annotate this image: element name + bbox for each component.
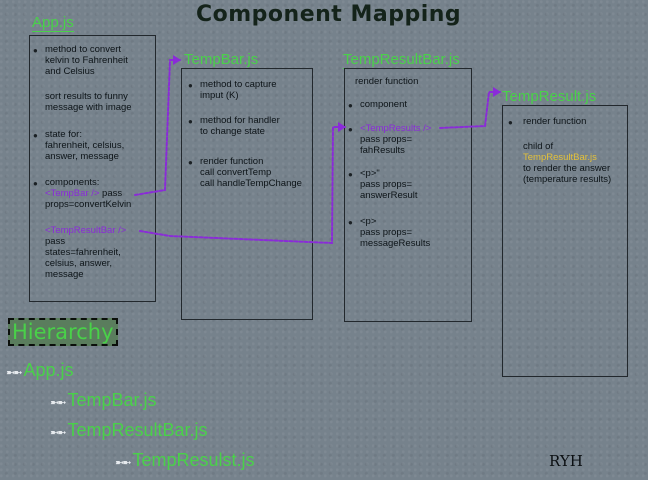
bullet: ● <box>188 81 193 90</box>
result-line4: (temperature results) <box>523 174 612 185</box>
arrow-app-to-resultbar <box>139 126 346 245</box>
tempbar-handler-line1: method for handler <box>200 115 280 126</box>
app-box: ● method to convert kelvin to Fahrenheit… <box>29 35 156 302</box>
app-tempbar-line: <TempBar /> pass <box>45 188 122 199</box>
result-box: ● render function child of TempResultBar… <box>502 105 628 377</box>
arrow-resultbar-to-result <box>439 91 501 129</box>
app-resultbar-states1: states=fahrenheit, <box>45 247 121 258</box>
resultbar-p1-tag: <p>" <box>360 168 380 179</box>
app-sort-line1: sort results to funny <box>45 91 128 102</box>
double-arrow-icon: ➼➼ <box>6 367 23 379</box>
bullet: ● <box>33 179 38 188</box>
app-tempbar-tag: <TempBar /> <box>45 188 100 199</box>
result-render: render function <box>523 116 587 127</box>
double-arrow-icon: ➼➼ <box>50 397 67 409</box>
bullet: ● <box>348 218 353 227</box>
resultbar-component: component <box>360 99 408 110</box>
resultbar-results-props: fahResults <box>360 145 405 156</box>
app-state-line2: fahrenheit, celsius, <box>45 140 125 151</box>
bullet: ● <box>348 101 353 110</box>
bullet: ● <box>188 158 193 167</box>
resultbar-p2-props: messageResults <box>360 238 431 249</box>
app-state-line3: answer, message <box>45 151 119 162</box>
bullet: ● <box>188 117 193 126</box>
app-tempbar-pass: pass <box>99 188 123 199</box>
tempbar-render-line2: call convertTemp <box>200 167 272 178</box>
resultbar-p1-pass: pass props= <box>360 179 413 190</box>
arrowhead-resultbar <box>338 122 346 132</box>
app-sort-line2: message with image <box>45 102 132 113</box>
app-method-line1: method to convert <box>45 44 122 55</box>
page-title: Component Mapping <box>196 2 462 27</box>
result-parent: TempResultBar.js <box>523 152 597 163</box>
tempbar-render-line1: render function <box>200 156 264 167</box>
tempbar-box: ● method to capture imput (K) ● method f… <box>181 68 313 320</box>
arrow-app-to-tempbar <box>134 59 181 196</box>
bullet: ● <box>348 125 353 134</box>
app-panel-title: App.js <box>32 14 74 32</box>
tempbar-handler-line2: to change state <box>200 126 265 137</box>
arrowhead-tempbar <box>173 55 181 65</box>
bullet: ● <box>33 46 38 55</box>
result-child-of: child of <box>523 141 554 152</box>
hierarchy-title: Hierarchy <box>8 318 118 346</box>
result-line3: to render the answer <box>523 163 611 174</box>
tempbar-capture-line2: imput (K) <box>200 90 239 101</box>
resultbar-p2-tag: <p> <box>360 216 377 227</box>
hierarchy-item-result: ➼➼TempResulst.js <box>115 450 255 470</box>
resultbar-results-tag: <TempResults /> <box>360 123 432 134</box>
hierarchy-item-app: ➼➼App.js <box>6 360 74 380</box>
resultbar-render: render function <box>355 76 419 87</box>
tempbar-capture-line1: method to capture <box>200 79 277 90</box>
app-resultbar-pass: pass <box>45 236 66 247</box>
result-panel-title: TempResult.js <box>502 88 597 106</box>
app-components-label: components: <box>45 177 100 188</box>
arrowhead-result <box>493 87 501 97</box>
bullet: ● <box>33 131 38 140</box>
tempbar-panel-title: TempBar.js <box>184 51 259 69</box>
resultbar-p1-props: answerResult <box>360 190 418 201</box>
resultbar-box: render function ● component ● <TempResul… <box>344 68 472 322</box>
signature: RYH <box>549 452 583 470</box>
hierarchy-item-resultbar: ➼➼TempResultBar.js <box>50 420 208 440</box>
app-tempbar-props: props=convertKelvin <box>45 199 132 210</box>
bullet: ● <box>348 170 353 179</box>
resultbar-p2-pass: pass props= <box>360 227 413 238</box>
resultbar-panel-title: TempResultBar.js <box>343 51 460 69</box>
resultbar-results-pass: pass props= <box>360 134 413 145</box>
app-state-line1: state for: <box>45 129 82 140</box>
app-method-line2: kelvin to Fahrenheit <box>45 55 128 66</box>
app-resultbar-states2: celsius, answer, <box>45 258 113 269</box>
app-resultbar-tag: <TempResultBar /> <box>45 225 127 236</box>
hierarchy-item-tempbar: ➼➼TempBar.js <box>50 390 157 410</box>
double-arrow-icon: ➼➼ <box>115 457 132 469</box>
double-arrow-icon: ➼➼ <box>50 427 67 439</box>
bullet: ● <box>508 118 513 127</box>
tempbar-render-line3: call handleTempChange <box>200 178 302 189</box>
app-resultbar-states3: message <box>45 269 84 280</box>
app-method-line3: and Celsius <box>45 66 95 77</box>
